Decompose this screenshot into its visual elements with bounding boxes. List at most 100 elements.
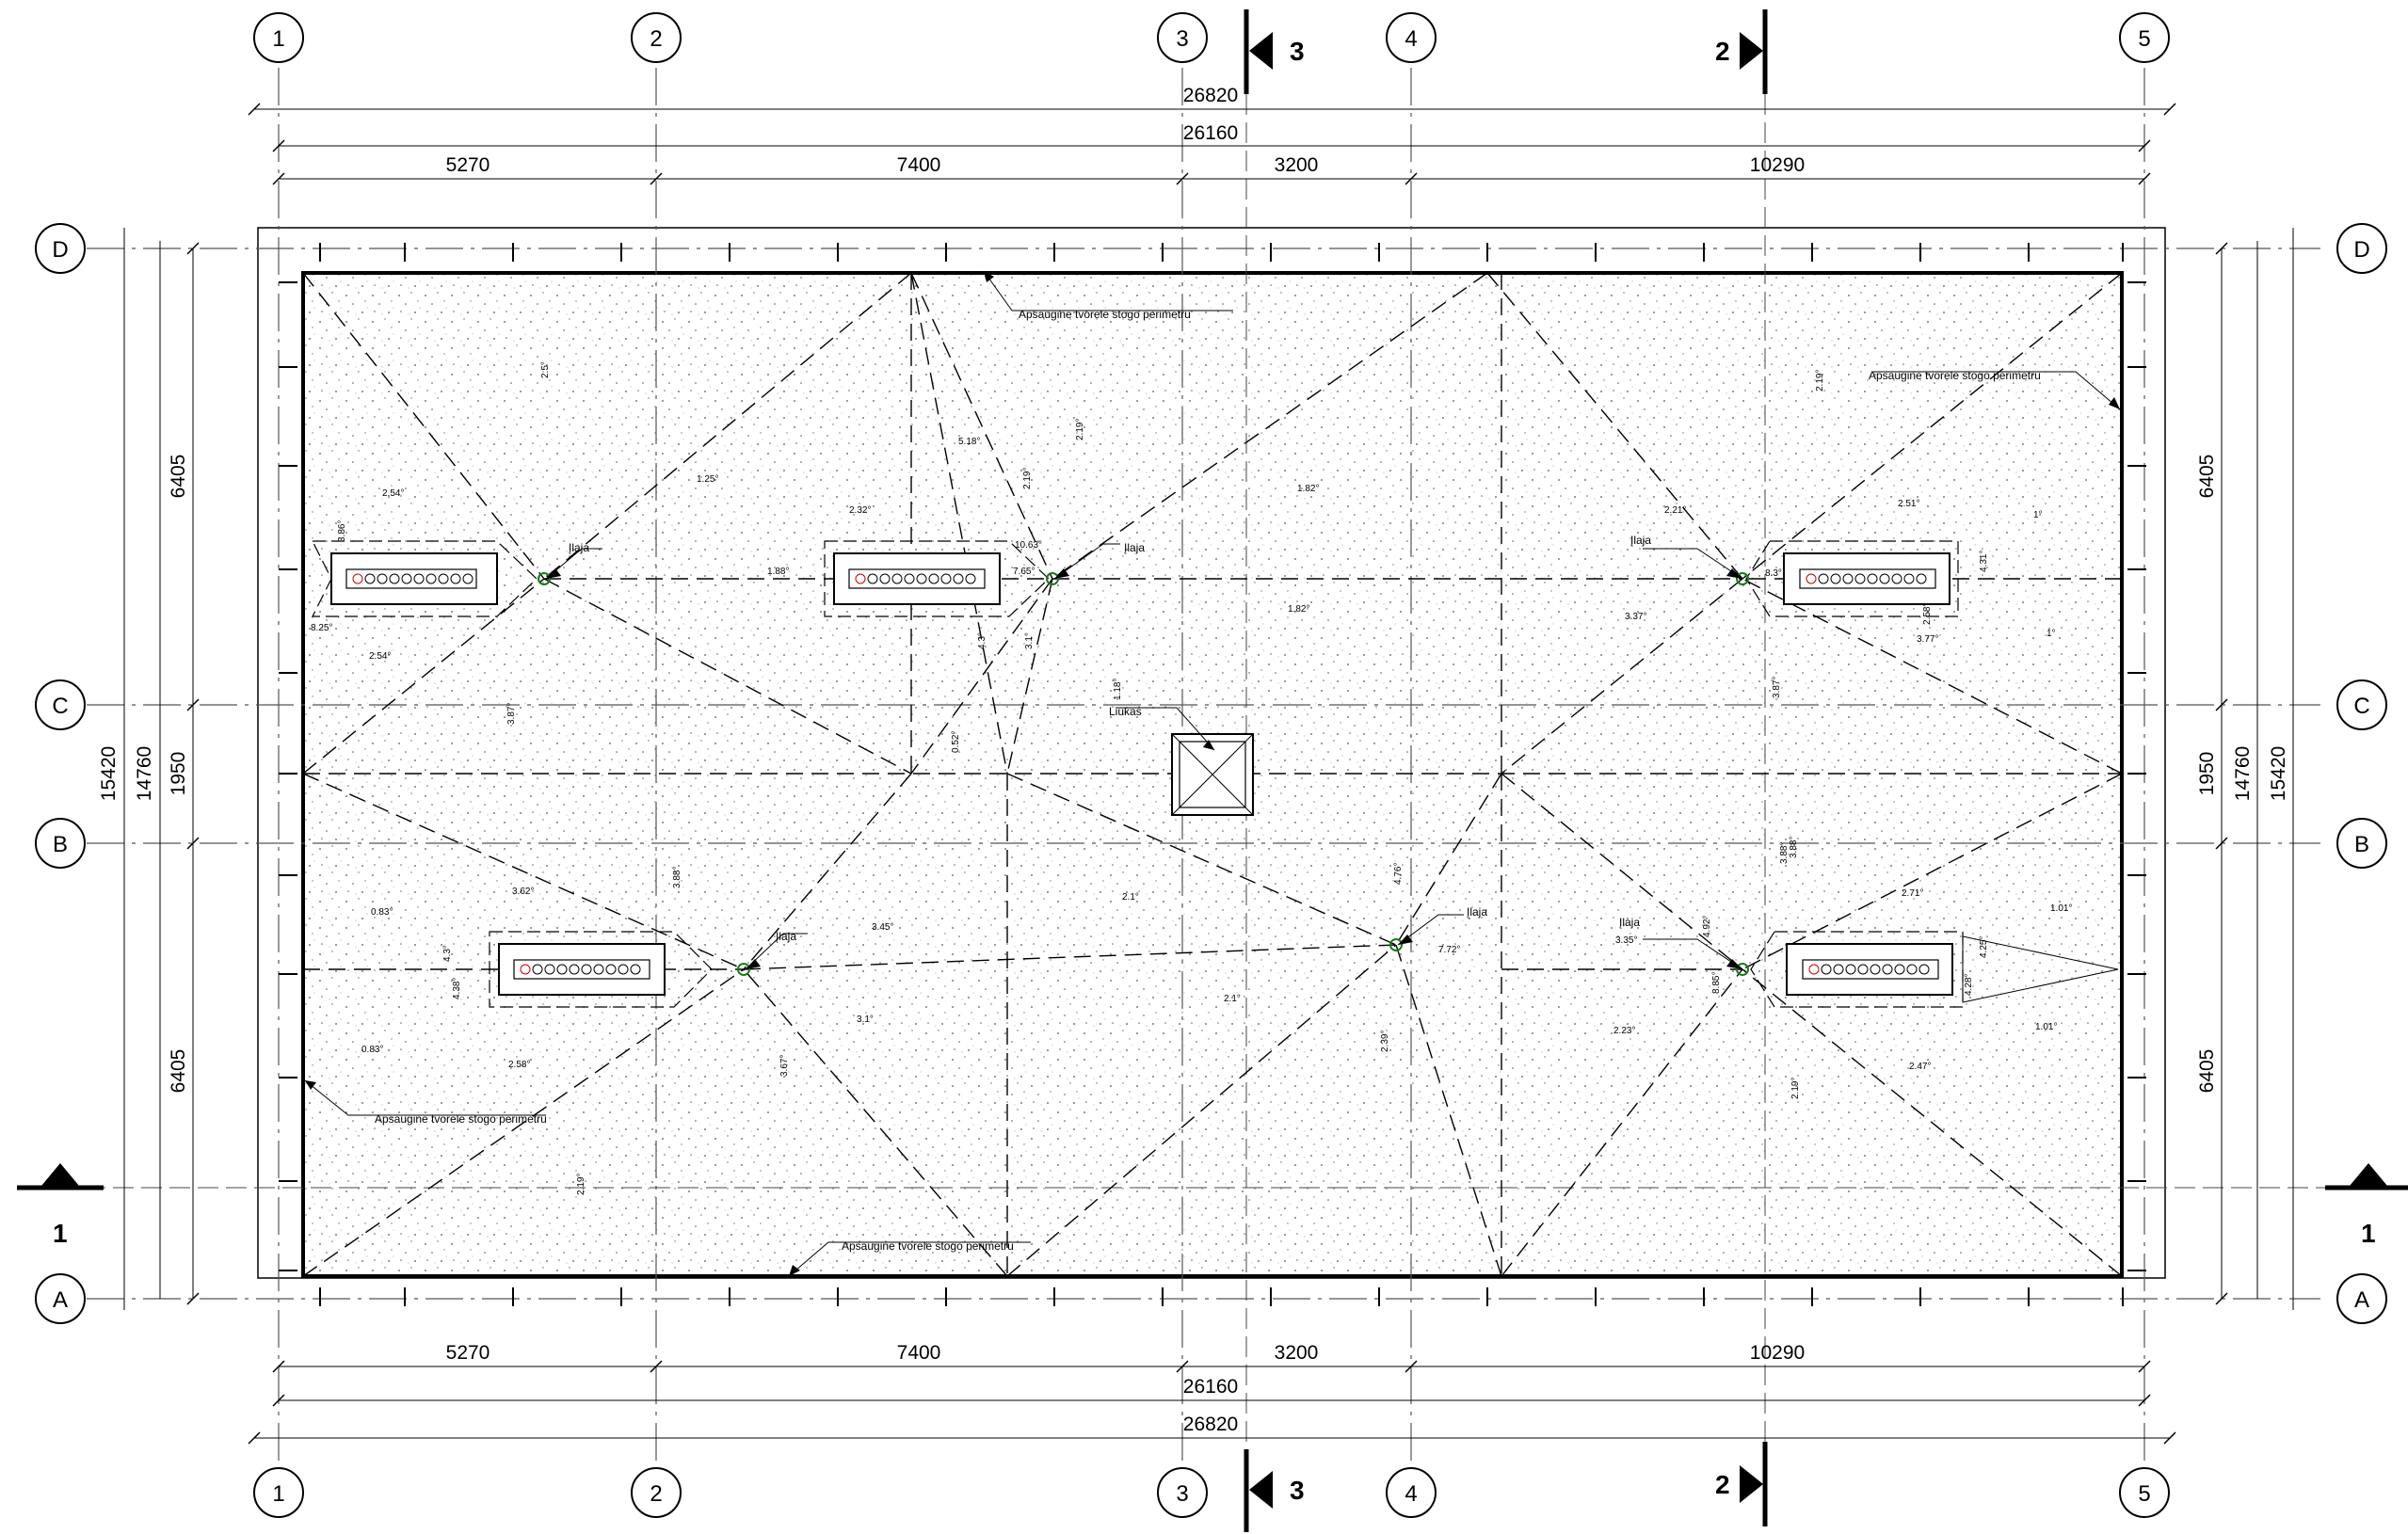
dim-top-seg-3: 3200 (1275, 154, 1319, 176)
annotation-leaders (304, 270, 2121, 1277)
drain-label-3: Įlaja (1630, 534, 1651, 547)
slope-label: 8.3° (1765, 568, 1782, 579)
drain-label-4: Įlaja (776, 930, 796, 943)
slope-label: 1.88° (767, 567, 789, 577)
slope-label: 2.19° (1075, 419, 1085, 440)
slope-label: 0.52° (951, 731, 961, 753)
slope-label: 3.87° (506, 703, 517, 725)
slope-label: 2.5° (540, 361, 551, 378)
slope-label: 1.82° (1288, 604, 1309, 615)
dim-top-seg-2: 7400 (897, 154, 941, 176)
drain-label-6: Įlaja (1619, 916, 1640, 929)
slope-label: 3.35° (1615, 935, 1637, 946)
slope-label: 2.19° (1790, 1078, 1801, 1099)
parapet-label-right: Apsauginė tvorelė stogo perimetru (1869, 369, 2041, 382)
skylight-4 (489, 931, 713, 1008)
slope-label: 2.54° (369, 651, 391, 662)
svg-text:1: 1 (2361, 1219, 2376, 1248)
svg-text:3: 3 (1290, 37, 1305, 66)
dim-top-inner: 26160 (1183, 122, 1238, 144)
drain-label-2: Įlaja (1124, 541, 1145, 554)
slope-label: 4.3° (977, 632, 987, 649)
grid-bubble-left-c: C (52, 694, 68, 719)
slope-label: 2.1° (1122, 892, 1139, 903)
dim-bottom-outer: 26820 (1183, 1414, 1238, 1435)
slope-label: 4.38° (452, 978, 462, 999)
slope-label: 2.47° (1909, 1062, 1931, 1072)
grid-bubble-bottom-3: 3 (1176, 1481, 1188, 1507)
slope-label: 2.23° (1613, 1026, 1635, 1036)
slope-label: 2.19° (1022, 468, 1033, 489)
annotation-arrowheads (305, 271, 2120, 1276)
dim-bottom-inner: 26160 (1183, 1376, 1238, 1398)
grid-bubble-bottom-4: 4 (1405, 1481, 1417, 1507)
slope-label: 4.28° (1964, 974, 1974, 996)
section-marker-1-left: 1 (17, 1163, 104, 1248)
slope-label: 0.83° (361, 1045, 383, 1055)
slope-label: 4.25° (1979, 936, 1989, 958)
hatch-label: Liukas (1109, 705, 1142, 718)
slope-label: 1.18° (1113, 679, 1123, 700)
dim-top-outer: 26820 (1183, 85, 1238, 106)
svg-text:2: 2 (1715, 37, 1730, 66)
slope-label: 2.19° (1815, 370, 1825, 391)
grid-bubble-left-a: A (53, 1287, 68, 1313)
dim-left-inner: 14760 (134, 746, 155, 801)
grid-bubble-top-5: 5 (2138, 26, 2150, 52)
grid-bubble-top-3: 3 (1176, 26, 1188, 52)
dim-bottom-seg-4: 10290 (1750, 1342, 1805, 1364)
drain-label-1: Įlaja (569, 541, 589, 554)
section-marker-2-top: 2 (1715, 9, 1768, 94)
grid-bubbles (35, 12, 2387, 1518)
dim-right-inner: 14760 (2232, 746, 2254, 801)
slope-label: 1° (2033, 510, 2043, 520)
slope-label: 3.67° (779, 1055, 790, 1077)
grid-bubble-top-1: 1 (272, 26, 284, 52)
slope-label: 3.1° (1024, 632, 1035, 649)
grid-bubble-bottom-1: 1 (272, 1481, 284, 1507)
skylight-3 (1745, 540, 1959, 617)
grid-bubble-bottom-5: 5 (2138, 1481, 2150, 1507)
parapet-label-left: Apsauginė tvorelė stogo perimetru (375, 1112, 547, 1126)
grid-bubble-left-b: B (53, 832, 68, 857)
section-marker-1-right: 1 (2325, 1163, 2408, 1248)
slope-label: 4.92° (1702, 916, 1712, 937)
dim-bottom-seg-2: 7400 (897, 1342, 941, 1364)
dim-left-outer: 15420 (98, 746, 120, 801)
slope-label: 4.31° (1979, 551, 1989, 572)
grid-lines (87, 68, 2320, 1466)
slope-label: 7.65° (1013, 567, 1035, 577)
slope-label: 1.25° (697, 474, 718, 485)
roof-hatch (1171, 733, 1254, 816)
slope-label: 3.37° (1625, 612, 1646, 622)
grid-bubble-left-d: D (52, 237, 68, 263)
slope-label: 2.21° (1664, 505, 1686, 516)
skylight-5 (1750, 931, 2119, 1008)
slope-label: 3.88° (1789, 837, 1799, 858)
grid-bubble-right-d: D (2353, 237, 2369, 263)
grid-bubble-top-2: 2 (650, 26, 662, 52)
slope-label: 2.54° (382, 488, 404, 499)
parapet-label-top: Apsauginė tvorelė stogo perimetru (1019, 308, 1191, 321)
section-marker-2-bottom: 2 (1715, 1442, 1768, 1526)
slope-label: 4.3° (442, 945, 453, 962)
slope-label: 2.58° (1922, 603, 1933, 625)
slope-label: 1.82° (1297, 484, 1319, 494)
dimension-labels: 26820 26160 5270 7400 3200 10290 5270 74… (98, 85, 2289, 1435)
section-marker-3-top: 3 (1244, 9, 1305, 94)
slope-label: 3.45° (872, 922, 893, 933)
slope-label: 3.86° (337, 520, 347, 542)
slope-label: 0.83° (371, 907, 393, 918)
slope-label: 8.25° (311, 623, 332, 633)
section-marker-3-bottom: 3 (1244, 1449, 1305, 1532)
dim-left-seg-1: 6405 (168, 455, 189, 499)
dim-right-seg-1: 6405 (2196, 455, 2218, 499)
slope-label: 3.87° (1772, 677, 1782, 698)
dim-top-seg-1: 5270 (446, 154, 490, 176)
dim-left-seg-2: 1950 (168, 752, 189, 796)
dim-bottom-seg-3: 3200 (1275, 1342, 1319, 1364)
slope-label: 1.01° (2050, 903, 2072, 914)
slope-label: 10.63° (1015, 540, 1042, 551)
dimension-ticks (186, 103, 2228, 1445)
